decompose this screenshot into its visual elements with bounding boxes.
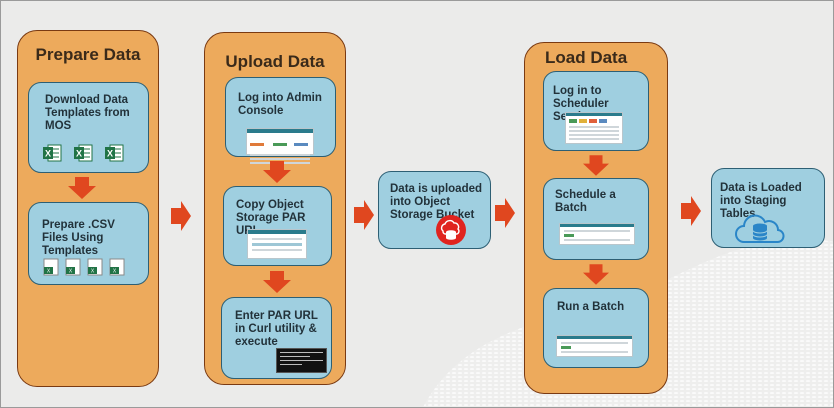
right-arrow-icon bbox=[681, 196, 701, 226]
database-cloud-icon bbox=[735, 214, 785, 243]
card-admin-console-label: Log into Admin Console bbox=[238, 92, 322, 117]
excel-icon: X bbox=[105, 144, 124, 162]
svg-text:X: X bbox=[113, 269, 117, 275]
stage-title-prepare-data: Prepare Data bbox=[35, 45, 141, 64]
card-staging-tables: Data is Loaded into Staging Tables bbox=[711, 168, 825, 248]
card-curl-utility-label: Enter PAR URL in Curl utility & execute bbox=[235, 310, 318, 348]
scheduler-screenshot bbox=[565, 112, 623, 144]
card-admin-console: Log into Admin Console bbox=[225, 77, 336, 164]
svg-text:X: X bbox=[76, 149, 82, 159]
card-prepare-csv: Prepare .CSV Files Using Templates X X X… bbox=[28, 202, 149, 285]
down-arrow-icon bbox=[583, 264, 609, 285]
card-curl-utility: Enter PAR URL in Curl utility & execute bbox=[221, 297, 332, 379]
schedule-batch-screenshot bbox=[559, 223, 635, 245]
card-copy-par-url: Copy Object Storage PAR URL bbox=[223, 186, 332, 266]
svg-text:X: X bbox=[69, 269, 73, 275]
svg-text:X: X bbox=[47, 269, 51, 275]
csv-file-icon: X bbox=[87, 258, 103, 276]
right-arrow-icon bbox=[495, 198, 515, 228]
card-copy-par-url-label: Copy Object Storage PAR URL bbox=[236, 199, 306, 237]
terminal-screenshot bbox=[276, 348, 327, 373]
card-schedule-batch: Schedule a Batch bbox=[543, 178, 649, 260]
csv-file-icon: X bbox=[109, 258, 125, 276]
par-url-screenshot bbox=[247, 229, 307, 259]
down-arrow-icon bbox=[263, 161, 291, 183]
stage-title-load-data: Load Data bbox=[545, 48, 628, 67]
down-arrow-icon bbox=[68, 177, 96, 199]
svg-text:X: X bbox=[91, 269, 95, 275]
stage-upload-data: Upload Data Log into Admin Console Copy … bbox=[204, 32, 346, 385]
admin-console-screenshot bbox=[246, 128, 314, 164]
down-arrow-icon bbox=[583, 155, 609, 176]
run-batch-screenshot bbox=[556, 335, 633, 357]
stage-load-data: Load Data Log in to Scheduler Service bbox=[524, 42, 668, 394]
right-arrow-icon bbox=[171, 201, 191, 231]
csv-file-icon: X bbox=[43, 258, 59, 276]
card-staging-tables-label: Data is Loaded into Staging Tables bbox=[720, 182, 802, 220]
card-object-storage-bucket: Data is uploaded into Object Storage Buc… bbox=[378, 171, 491, 249]
svg-text:X: X bbox=[107, 149, 113, 159]
card-download-templates: Download Data Templates from MOS X X X bbox=[28, 82, 149, 173]
card-schedule-batch-label: Schedule a Batch bbox=[555, 189, 616, 214]
card-download-templates-label: Download Data Templates from MOS bbox=[45, 94, 130, 132]
svg-text:X: X bbox=[45, 149, 51, 159]
stage-title-upload-data: Upload Data bbox=[225, 52, 325, 71]
excel-icon: X bbox=[74, 144, 93, 162]
object-storage-bucket-icon bbox=[436, 215, 466, 245]
stage-prepare-data: Prepare Data Download Data Templates fro… bbox=[17, 30, 159, 387]
right-arrow-icon bbox=[354, 200, 374, 230]
csv-file-icon: X bbox=[65, 258, 81, 276]
down-arrow-icon bbox=[263, 271, 291, 293]
card-run-batch-label: Run a Batch bbox=[557, 301, 625, 313]
card-scheduler-login: Log in to Scheduler Service bbox=[543, 71, 649, 151]
card-run-batch: Run a Batch bbox=[543, 288, 649, 368]
card-prepare-csv-label: Prepare .CSV Files Using Templates bbox=[42, 219, 115, 257]
excel-icon: X bbox=[43, 144, 62, 162]
